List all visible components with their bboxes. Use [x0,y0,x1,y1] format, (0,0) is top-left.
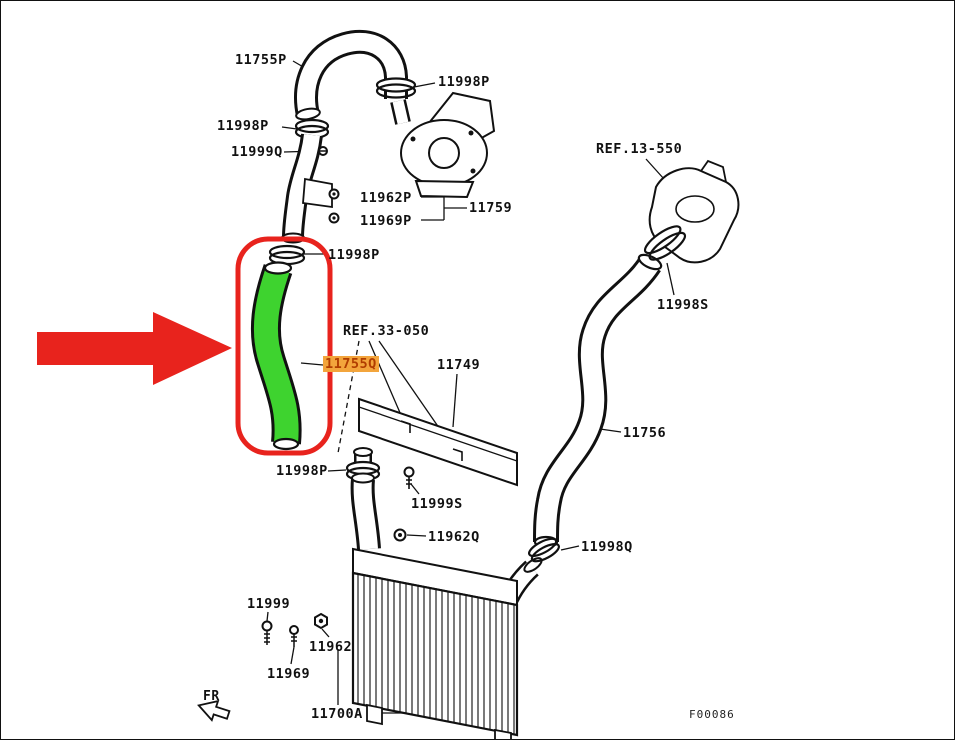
hose-11755P [294,29,408,121]
bolt-11969P [328,212,340,224]
clamp-11998Q [527,537,561,563]
part-label-11749: 11749 [437,357,481,373]
clamp-11998P-lower [345,460,381,482]
part-label-11755Q-highlighted: 11755Q [323,356,379,372]
nut-11962 [314,612,328,630]
part-label-11998Q: 11998Q [581,539,633,555]
bolt-11999Q [318,146,328,156]
part-label-11998P-3: 11998P [328,247,380,263]
part-label-ref-13-550: REF.13-550 [596,141,683,157]
highlight-box [235,236,333,456]
part-label-11998P-4: 11998P [276,463,328,479]
fr-direction-arrow [197,699,231,722]
bolt-11999 [261,620,273,645]
intercooler-inlet-hose [350,472,381,550]
bolt-11969 [289,625,299,647]
part-label-11998P-1: 11998P [438,74,490,90]
part-label-11759: 11759 [469,200,513,216]
figure-code: F00086 [689,708,735,721]
fr-label: FR [203,689,220,704]
intake-pipe [281,133,333,244]
bracket-plate-11749 [358,397,518,487]
clamp-11998P-top [375,77,417,99]
part-label-ref-33-050: REF.33-050 [343,323,430,339]
intercooler-11700A [351,547,543,739]
part-label-11700A: 11700A [311,706,363,722]
part-label-11962: 11962 [309,639,353,655]
nut-11962Q [393,528,407,542]
part-label-11999Q: 11999Q [231,144,283,160]
part-label-11969P: 11969P [360,213,412,229]
clamp-11998P-mid [268,244,306,266]
part-label-11962P: 11962P [360,190,412,206]
part-label-11756: 11756 [623,425,667,441]
turbocharger [390,91,496,199]
part-label-11969: 11969 [267,666,311,682]
clamp-11998S [643,225,687,261]
screw-11999S [403,466,415,489]
highlighted-hose-11755Q [250,261,302,451]
part-label-11962Q: 11962Q [428,529,480,545]
part-label-11999S: 11999S [411,496,463,512]
bolt-11962P [328,188,340,200]
part-label-11999: 11999 [247,596,291,612]
part-label-11998S: 11998S [657,297,709,313]
part-label-11755P: 11755P [235,52,287,68]
part-label-11998P-2: 11998P [217,118,269,134]
pointer-arrow [37,312,232,385]
hose-11756 [533,253,663,549]
